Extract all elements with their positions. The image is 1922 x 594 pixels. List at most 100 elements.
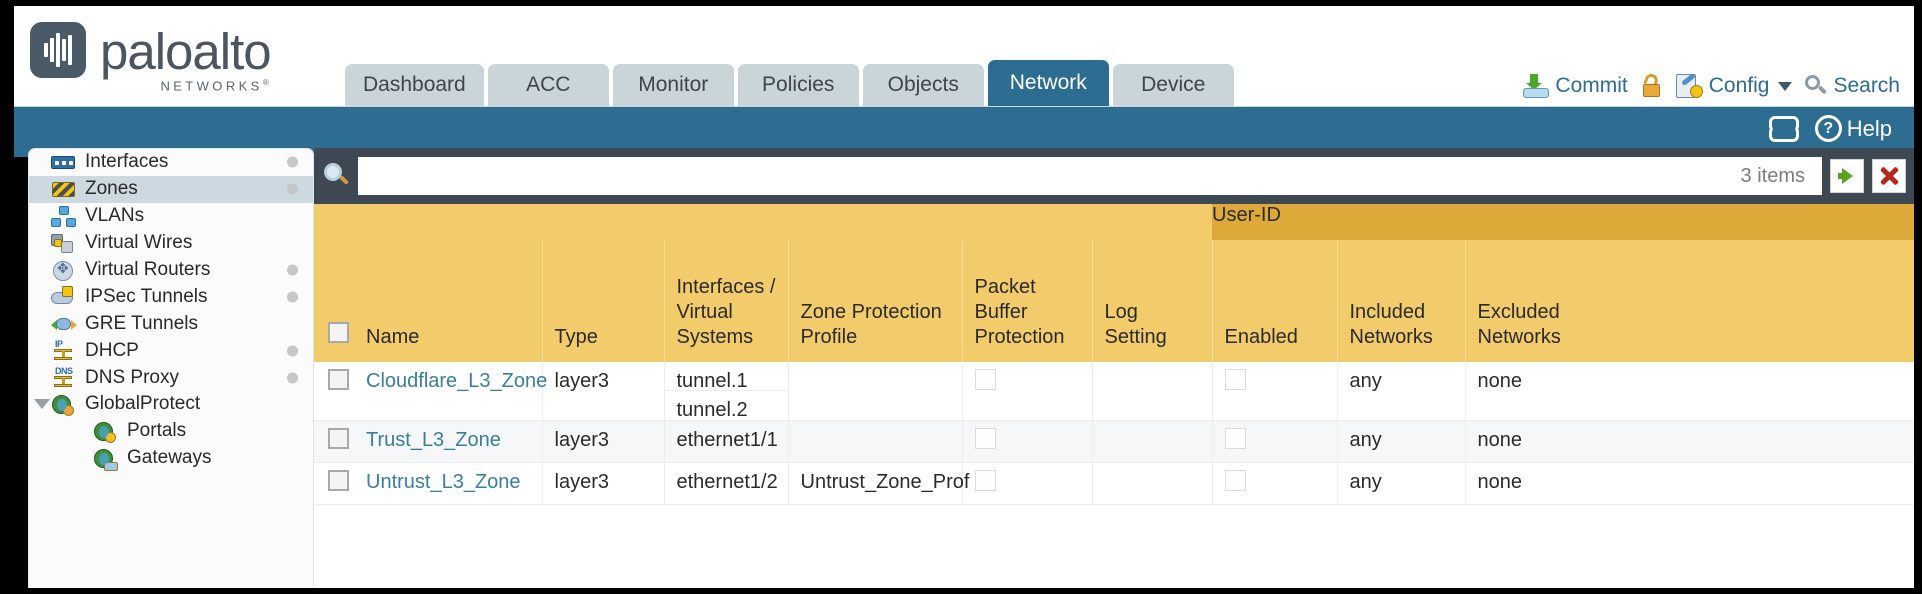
packet-buffer-protection-checkbox[interactable] xyxy=(974,470,996,491)
col-header-included-networks[interactable]: Included Networks xyxy=(1337,240,1466,362)
userid-enabled-checkbox[interactable] xyxy=(1224,428,1246,449)
table-row[interactable]: Untrust_L3_Zone layer3 ethernet1/2 Untru… xyxy=(314,462,1914,505)
top-bar: paloalto NETWORKS® Dashboard ACC Monitor… xyxy=(14,6,1914,107)
cell-type: layer3 xyxy=(542,362,665,421)
sidebar-item-vlans[interactable]: VLANs xyxy=(29,203,313,230)
sidebar-item-portals[interactable]: Portals xyxy=(29,418,313,445)
row-checkbox[interactable] xyxy=(328,470,349,491)
main-nav-tabs: Dashboard ACC Monitor Policies Objects N… xyxy=(345,58,1234,106)
clear-filter-button[interactable] xyxy=(1872,159,1906,193)
row-checkbox[interactable] xyxy=(328,428,349,449)
tab-acc[interactable]: ACC xyxy=(487,64,609,106)
userid-enabled-checkbox[interactable] xyxy=(1224,470,1246,491)
tab-device[interactable]: Device xyxy=(1112,64,1234,106)
search-label: Search xyxy=(1833,74,1900,97)
sidebar-item-ipsec-tunnels[interactable]: IPSec Tunnels xyxy=(29,283,313,310)
group-header-userid: User-ID xyxy=(1212,204,1914,240)
tab-network[interactable]: Network xyxy=(987,60,1109,106)
refresh-icon[interactable] xyxy=(1767,115,1799,142)
col-header-excluded-networks[interactable]: Excluded Networks xyxy=(1465,240,1914,362)
sidebar-item-dhcp[interactable]: IP DHCP xyxy=(29,337,313,364)
cell-name: Trust_L3_Zone xyxy=(354,420,543,463)
search-input[interactable] xyxy=(371,164,1741,188)
gre-tunnels-icon xyxy=(51,313,77,334)
cell-included-networks: any xyxy=(1337,420,1466,463)
cell-userid-enabled xyxy=(1212,462,1338,505)
cell-log-setting xyxy=(1092,362,1213,421)
row-select-cell xyxy=(314,462,354,505)
table-row[interactable]: Trust_L3_Zone layer3 ethernet1/1 any xyxy=(314,420,1914,463)
col-header-zone-protection-profile[interactable]: Zone Protection Profile xyxy=(788,240,963,362)
col-header-pbp-l1: Packet Buffer xyxy=(974,276,1036,323)
zone-name-link[interactable]: Untrust_L3_Zone xyxy=(366,471,521,493)
col-header-enabled[interactable]: Enabled xyxy=(1212,240,1338,362)
zone-name-link[interactable]: Cloudflare_L3_Zone xyxy=(366,370,548,392)
tab-dashboard[interactable]: Dashboard xyxy=(345,64,484,106)
cell-packet-buffer-protection xyxy=(962,362,1093,421)
help-button[interactable]: ? Help xyxy=(1814,115,1892,142)
interfaces-icon xyxy=(51,152,77,173)
sidebar-label-vlans: VLANs xyxy=(85,205,145,227)
magnifier-icon[interactable] xyxy=(324,163,350,189)
select-all-checkbox[interactable] xyxy=(328,322,349,343)
commit-label: Commit xyxy=(1555,74,1628,97)
brand-logo: paloalto NETWORKS® xyxy=(30,22,272,93)
sidebar-dot-dns-proxy xyxy=(287,372,298,384)
filter-input-wrapper[interactable]: 3 items xyxy=(358,157,1822,195)
col-header-log-setting[interactable]: Log Setting xyxy=(1092,240,1213,362)
apply-filter-button[interactable] xyxy=(1830,159,1864,193)
cell-excluded-networks: none xyxy=(1465,362,1914,421)
search-button[interactable]: Search xyxy=(1805,74,1900,98)
cell-log-setting xyxy=(1092,462,1213,505)
cell-included-networks: any xyxy=(1337,362,1466,421)
chevron-down-icon[interactable] xyxy=(34,399,50,410)
cell-log-setting xyxy=(1092,420,1213,463)
sidebar-item-dns-proxy[interactable]: DNS DNS Proxy xyxy=(29,364,313,391)
sidebar-item-virtual-wires[interactable]: Virtual Wires xyxy=(29,230,313,257)
packet-buffer-protection-checkbox[interactable] xyxy=(974,428,996,449)
sidebar-item-interfaces[interactable]: Interfaces xyxy=(29,149,313,176)
packet-buffer-protection-checkbox[interactable] xyxy=(974,369,996,390)
dns-proxy-icon: DNS xyxy=(51,366,77,388)
zones-table: User-ID Name Type Interfaces / Virtual S… xyxy=(314,204,1914,505)
zone-name-link[interactable]: Trust_L3_Zone xyxy=(366,429,501,451)
col-header-name[interactable]: Name xyxy=(354,240,543,362)
config-label: Config xyxy=(1708,74,1770,97)
table-row[interactable]: Cloudflare_L3_Zone layer3 tunnel.1 tunne… xyxy=(314,362,1914,421)
col-header-exc-l2: Networks xyxy=(1477,326,1561,348)
cell-included-networks: any xyxy=(1337,462,1466,505)
commit-button[interactable]: Commit xyxy=(1523,74,1628,98)
col-header-packet-buffer-protection[interactable]: Packet Buffer Protection xyxy=(962,240,1093,362)
cell-packet-buffer-protection xyxy=(962,420,1093,463)
cell-zone-protection-profile xyxy=(788,420,963,463)
cell-excluded-networks: none xyxy=(1465,462,1914,505)
col-header-interfaces-l1: Interfaces / xyxy=(676,276,776,298)
userid-enabled-checkbox[interactable] xyxy=(1224,369,1246,390)
col-header-zpp-l2: Profile xyxy=(800,326,858,348)
top-actions: Commit Config Search xyxy=(1523,72,1900,98)
cell-interfaces: tunnel.1 tunnel.2 xyxy=(664,362,789,421)
sidebar-item-virtual-routers[interactable]: Virtual Routers xyxy=(29,257,313,284)
col-header-exc-l1: Excluded xyxy=(1477,301,1560,323)
tab-policies[interactable]: Policies xyxy=(737,64,859,106)
tab-monitor[interactable]: Monitor xyxy=(612,64,734,106)
sidebar-label-interfaces: Interfaces xyxy=(85,151,169,173)
cell-interfaces: ethernet1/1 xyxy=(664,420,789,463)
col-header-type[interactable]: Type xyxy=(542,240,665,362)
sidebar-label-globalprotect: GlobalProtect xyxy=(85,393,201,415)
config-menu-button[interactable]: Config xyxy=(1675,72,1793,98)
sidebar-item-gateways[interactable]: Gateways xyxy=(29,445,313,472)
col-header-interfaces[interactable]: Interfaces / Virtual Systems xyxy=(664,240,789,362)
lock-button[interactable] xyxy=(1641,72,1663,98)
sidebar-label-virtual-wires: Virtual Wires xyxy=(85,232,193,254)
virtual-routers-icon xyxy=(51,260,77,281)
row-checkbox[interactable] xyxy=(328,369,349,390)
tab-objects[interactable]: Objects xyxy=(862,64,984,106)
sidebar-item-gre-tunnels[interactable]: GRE Tunnels xyxy=(29,310,313,337)
sidebar-item-zones[interactable]: Zones xyxy=(29,175,313,203)
sidebar-item-globalprotect[interactable]: GlobalProtect xyxy=(29,391,313,418)
globalprotect-icon xyxy=(51,394,77,416)
cell-packet-buffer-protection xyxy=(962,462,1093,505)
cell-excluded-networks: none xyxy=(1465,420,1914,463)
